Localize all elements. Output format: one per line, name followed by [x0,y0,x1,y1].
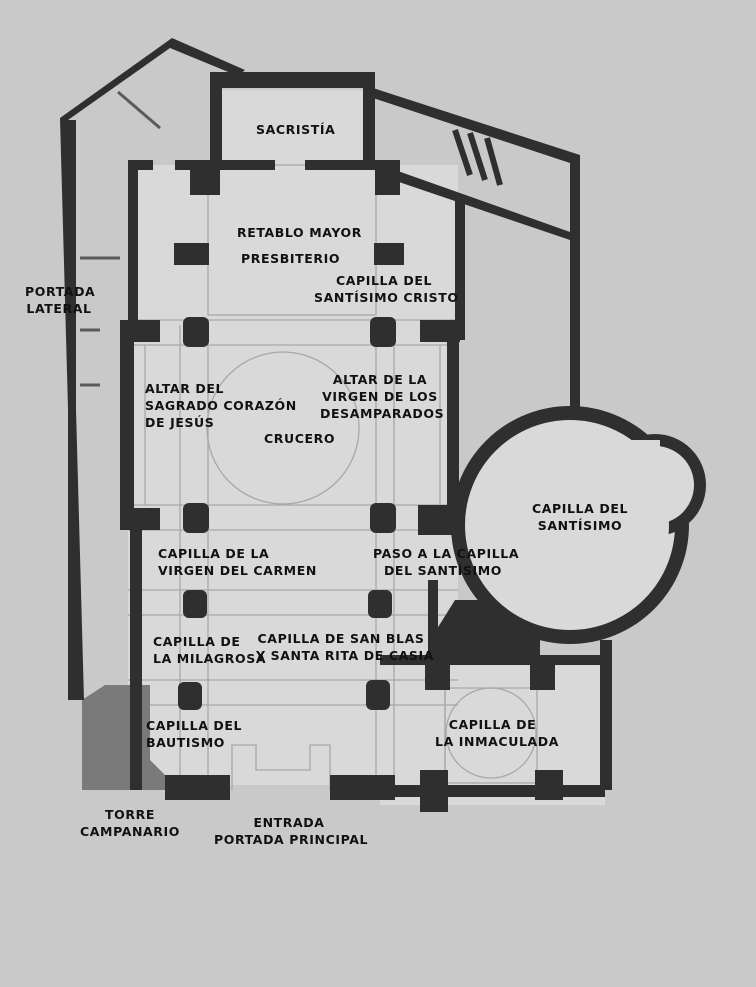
label-capilla-inmaculada: CAPILLA DE LA INMACULADA [435,717,560,749]
label-presbiterio: PRESBITERIO [241,251,341,266]
label-entrada-portada-principal: ENTRADA PORTADA PRINCIPAL [214,815,369,847]
label-altar-sagrado-corazon: ALTAR DEL SAGRADO CORAZÓN DE JESÚS [145,381,297,430]
label-sacristia: SACRISTÍA [256,122,336,137]
label-altar-virgen-desamparados: ALTAR DE LA VIRGEN DE LOS DESAMPARADOS [320,372,445,421]
doorways [80,90,161,387]
label-crucero: CRUCERO [264,431,336,446]
label-portada-lateral: PORTADA LATERAL [25,284,96,316]
floor-areas [128,90,605,805]
label-retablo-mayor: RETABLO MAYOR [237,225,362,240]
label-capilla-virgen-carmen: CAPILLA DE LA VIRGEN DEL CARMEN [158,546,317,578]
rotunda [451,406,706,644]
label-capilla-santisimo-cristo: CAPILLA DEL SANTÍSIMO CRISTO [314,273,459,305]
stairs [452,129,503,186]
label-capilla-san-blas: CAPILLA DE SAN BLAS Y SANTA RITA DE CASI… [256,631,435,663]
label-capilla-milagrosa: CAPILLA DE LA MILAGROSA [153,634,267,666]
label-capilla-santisimo: CAPILLA DEL SANTÍSIMO [531,501,629,533]
label-torre-campanario: TORRE CAMPANARIO [80,807,181,839]
label-paso-capilla-santisimo: PASO A LA CAPILLA DEL SANTÍSIMO [373,546,520,578]
label-capilla-bautismo: CAPILLA DEL BAUTISMO [146,718,243,750]
